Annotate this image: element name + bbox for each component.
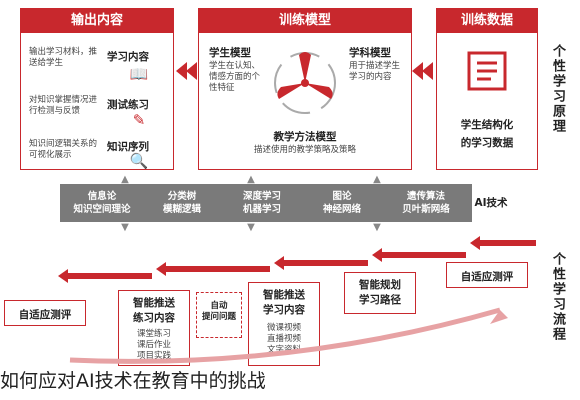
- output-item-1-desc: 输出学习材料，推送给学生: [29, 47, 98, 68]
- adaptive-eval-right-label: 自适应测评: [460, 271, 514, 283]
- adaptive-eval-right: 自适应测评: [446, 262, 528, 288]
- flow-arrow-head: [470, 236, 480, 250]
- flow-arrow-head: [58, 269, 68, 283]
- test-icon: ✎: [132, 111, 146, 129]
- ai-tech-item-5: 遗传算法 贝叶斯网络: [402, 191, 450, 215]
- subject-model-desc: 用于描述学生学习的内容: [349, 61, 401, 82]
- recommend-item-2: 直播视频: [266, 334, 301, 344]
- exercise-item-2: 课后作业: [136, 340, 171, 350]
- recommend-item-3: 文字资料: [266, 345, 301, 355]
- book-icon: 📖: [129, 65, 149, 83]
- chevron-left-icon: [422, 62, 433, 80]
- output-item-3-label: 知识序列: [107, 141, 149, 153]
- smart-planning-sub: 学习路径: [359, 294, 401, 306]
- chevron-up-icon: ▲: [121, 174, 129, 185]
- personal-learning-flow-label: 个性学习流程: [550, 252, 565, 342]
- exercise-item-3: 项目实践: [136, 351, 171, 361]
- training-model-panel: 训练模型 学生模型 学生在认知、情感方面的个性特征 学科模型 用于描述学生学习的…: [198, 8, 412, 170]
- loop-arrow: [69, 307, 508, 364]
- training-data-line-1: 学生结构化: [460, 119, 514, 131]
- ai-tech-band: [60, 184, 472, 222]
- output-item-3-desc: 知识间逻辑关系的可视化展示: [29, 139, 98, 160]
- exercise-title: 智能推送: [133, 297, 175, 309]
- ai-tech-item-1: 信息论 知识空间理论: [73, 191, 131, 215]
- chevron-left-icon: [176, 62, 187, 80]
- auto-question-box: 自动 提问问题: [196, 292, 242, 338]
- teaching-method-model-label: 教学方法模型: [273, 131, 337, 143]
- recommend-title-2: 学习内容: [263, 304, 305, 316]
- smart-planning-title: 智能规划: [359, 279, 401, 291]
- personal-learning-principle-label: 个性学习原理: [550, 44, 565, 134]
- output-item-1-label: 学习内容: [107, 51, 149, 63]
- exercise-title-2: 练习内容: [133, 312, 175, 324]
- teaching-method-model-desc: 描述使用的教学策略及策略: [253, 145, 356, 155]
- output-content-title: 输出内容: [21, 9, 173, 33]
- flow-arrow: [68, 273, 152, 279]
- flow-arrow-head: [372, 248, 382, 262]
- adaptive-eval-left: 自适应测评: [4, 300, 86, 326]
- ai-tech-item-3: 深度学习 机器学习: [242, 191, 281, 215]
- smart-recommend-exercise-box: 智能推送 练习内容 课堂练习 课后作业 项目实践: [118, 290, 190, 366]
- fan-icon: [274, 52, 336, 114]
- chevron-down-icon: ▼: [121, 222, 129, 233]
- training-data-line-2: 的学习数据: [460, 137, 514, 149]
- output-item-2-desc: 对知识掌握情况进行检测与反馈: [29, 95, 98, 116]
- flow-arrow: [166, 266, 270, 272]
- training-model-title: 训练模型: [199, 9, 411, 33]
- student-model-label: 学生模型: [209, 47, 251, 59]
- recommend-item-1: 微课视频: [266, 323, 301, 333]
- chevron-left-icon: [412, 62, 423, 80]
- flow-arrow: [480, 240, 536, 246]
- auto-question-title: 自动: [210, 301, 228, 311]
- flow-arrow-head: [274, 256, 284, 270]
- chevron-down-icon: ▼: [247, 222, 255, 233]
- ai-tech-label: AI技术: [474, 197, 508, 209]
- caption: 如何应对AI技术在教育中的挑战: [0, 370, 266, 392]
- output-content-panel: 输出内容 输出学习材料，推送给学生 学习内容 📖 对知识掌握情况进行检测与反馈 …: [20, 8, 174, 170]
- search-icon: 🔍: [129, 152, 149, 170]
- chevron-left-icon: [186, 62, 197, 80]
- ai-tech-item-2: 分类树 模糊逻辑: [162, 191, 201, 215]
- document-icon: [467, 51, 507, 91]
- adaptive-eval-left-label: 自适应测评: [18, 309, 72, 321]
- ai-tech-item-4: 图论 神经网络: [322, 191, 361, 215]
- chevron-up-icon: ▲: [373, 174, 381, 185]
- output-item-2-label: 测试练习: [107, 99, 149, 111]
- student-model-desc: 学生在认知、情感方面的个性特征: [209, 61, 261, 93]
- recommend-title: 智能推送: [263, 289, 305, 301]
- training-data-title: 训练数据: [437, 9, 537, 33]
- exercise-item-1: 课堂练习: [136, 329, 171, 339]
- subject-model-label: 学科模型: [349, 47, 391, 59]
- auto-question-title-2: 提问问题: [201, 312, 236, 322]
- chevron-down-icon: ▼: [373, 222, 381, 233]
- flow-arrow-head: [156, 262, 166, 276]
- flow-arrow: [284, 260, 368, 266]
- smart-planning-box: 智能规划 学习路径: [344, 272, 416, 314]
- training-data-panel: 训练数据 学生结构化 的学习数据: [436, 8, 538, 170]
- flow-arrow: [382, 252, 466, 258]
- chevron-up-icon: ▲: [247, 174, 255, 185]
